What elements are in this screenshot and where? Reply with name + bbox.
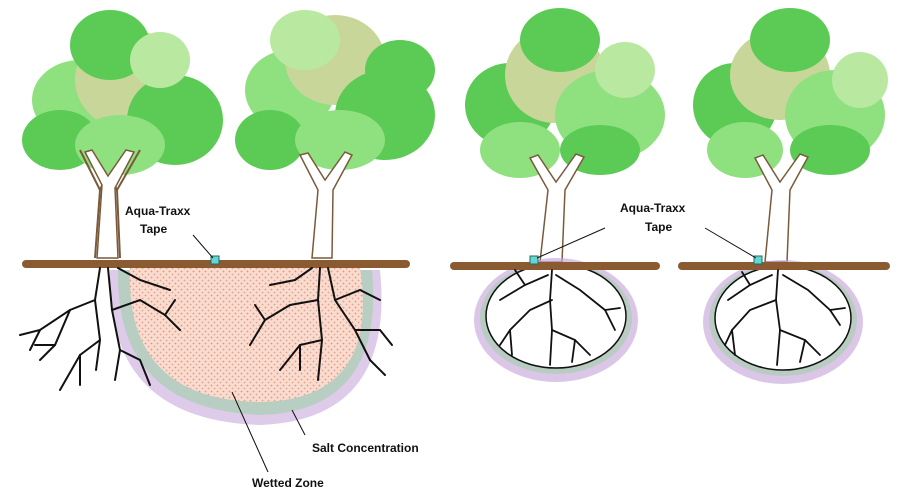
leader-tape-left: [193, 235, 213, 258]
tree-2-canopy: [235, 10, 435, 170]
tree-2: [235, 10, 435, 258]
tree-1-canopy: [22, 10, 223, 175]
leader-tape-right-2: [705, 228, 756, 258]
ground-line-right-2: [678, 262, 890, 270]
label-tape-left-line1: Aqua-Traxx: [125, 204, 191, 218]
tree-4-canopy: [693, 8, 888, 178]
tree-3-canopy: [465, 8, 665, 178]
tree-1: [22, 10, 223, 258]
salt-concentration-band-right-1: [474, 258, 638, 382]
label-tape-right-line1: Aqua-Traxx: [620, 201, 686, 215]
tree-3: [465, 8, 665, 262]
ground-line-right-1: [450, 262, 660, 270]
label-tape-left-line2: Tape: [140, 222, 167, 236]
emitter-right-1: [530, 256, 538, 264]
tree-4: [693, 8, 888, 262]
label-tape-right-line2: Tape: [645, 220, 672, 234]
label-salt-concentration: Salt Concentration: [312, 441, 419, 455]
label-wetted-zone: Wetted Zone: [252, 476, 324, 490]
